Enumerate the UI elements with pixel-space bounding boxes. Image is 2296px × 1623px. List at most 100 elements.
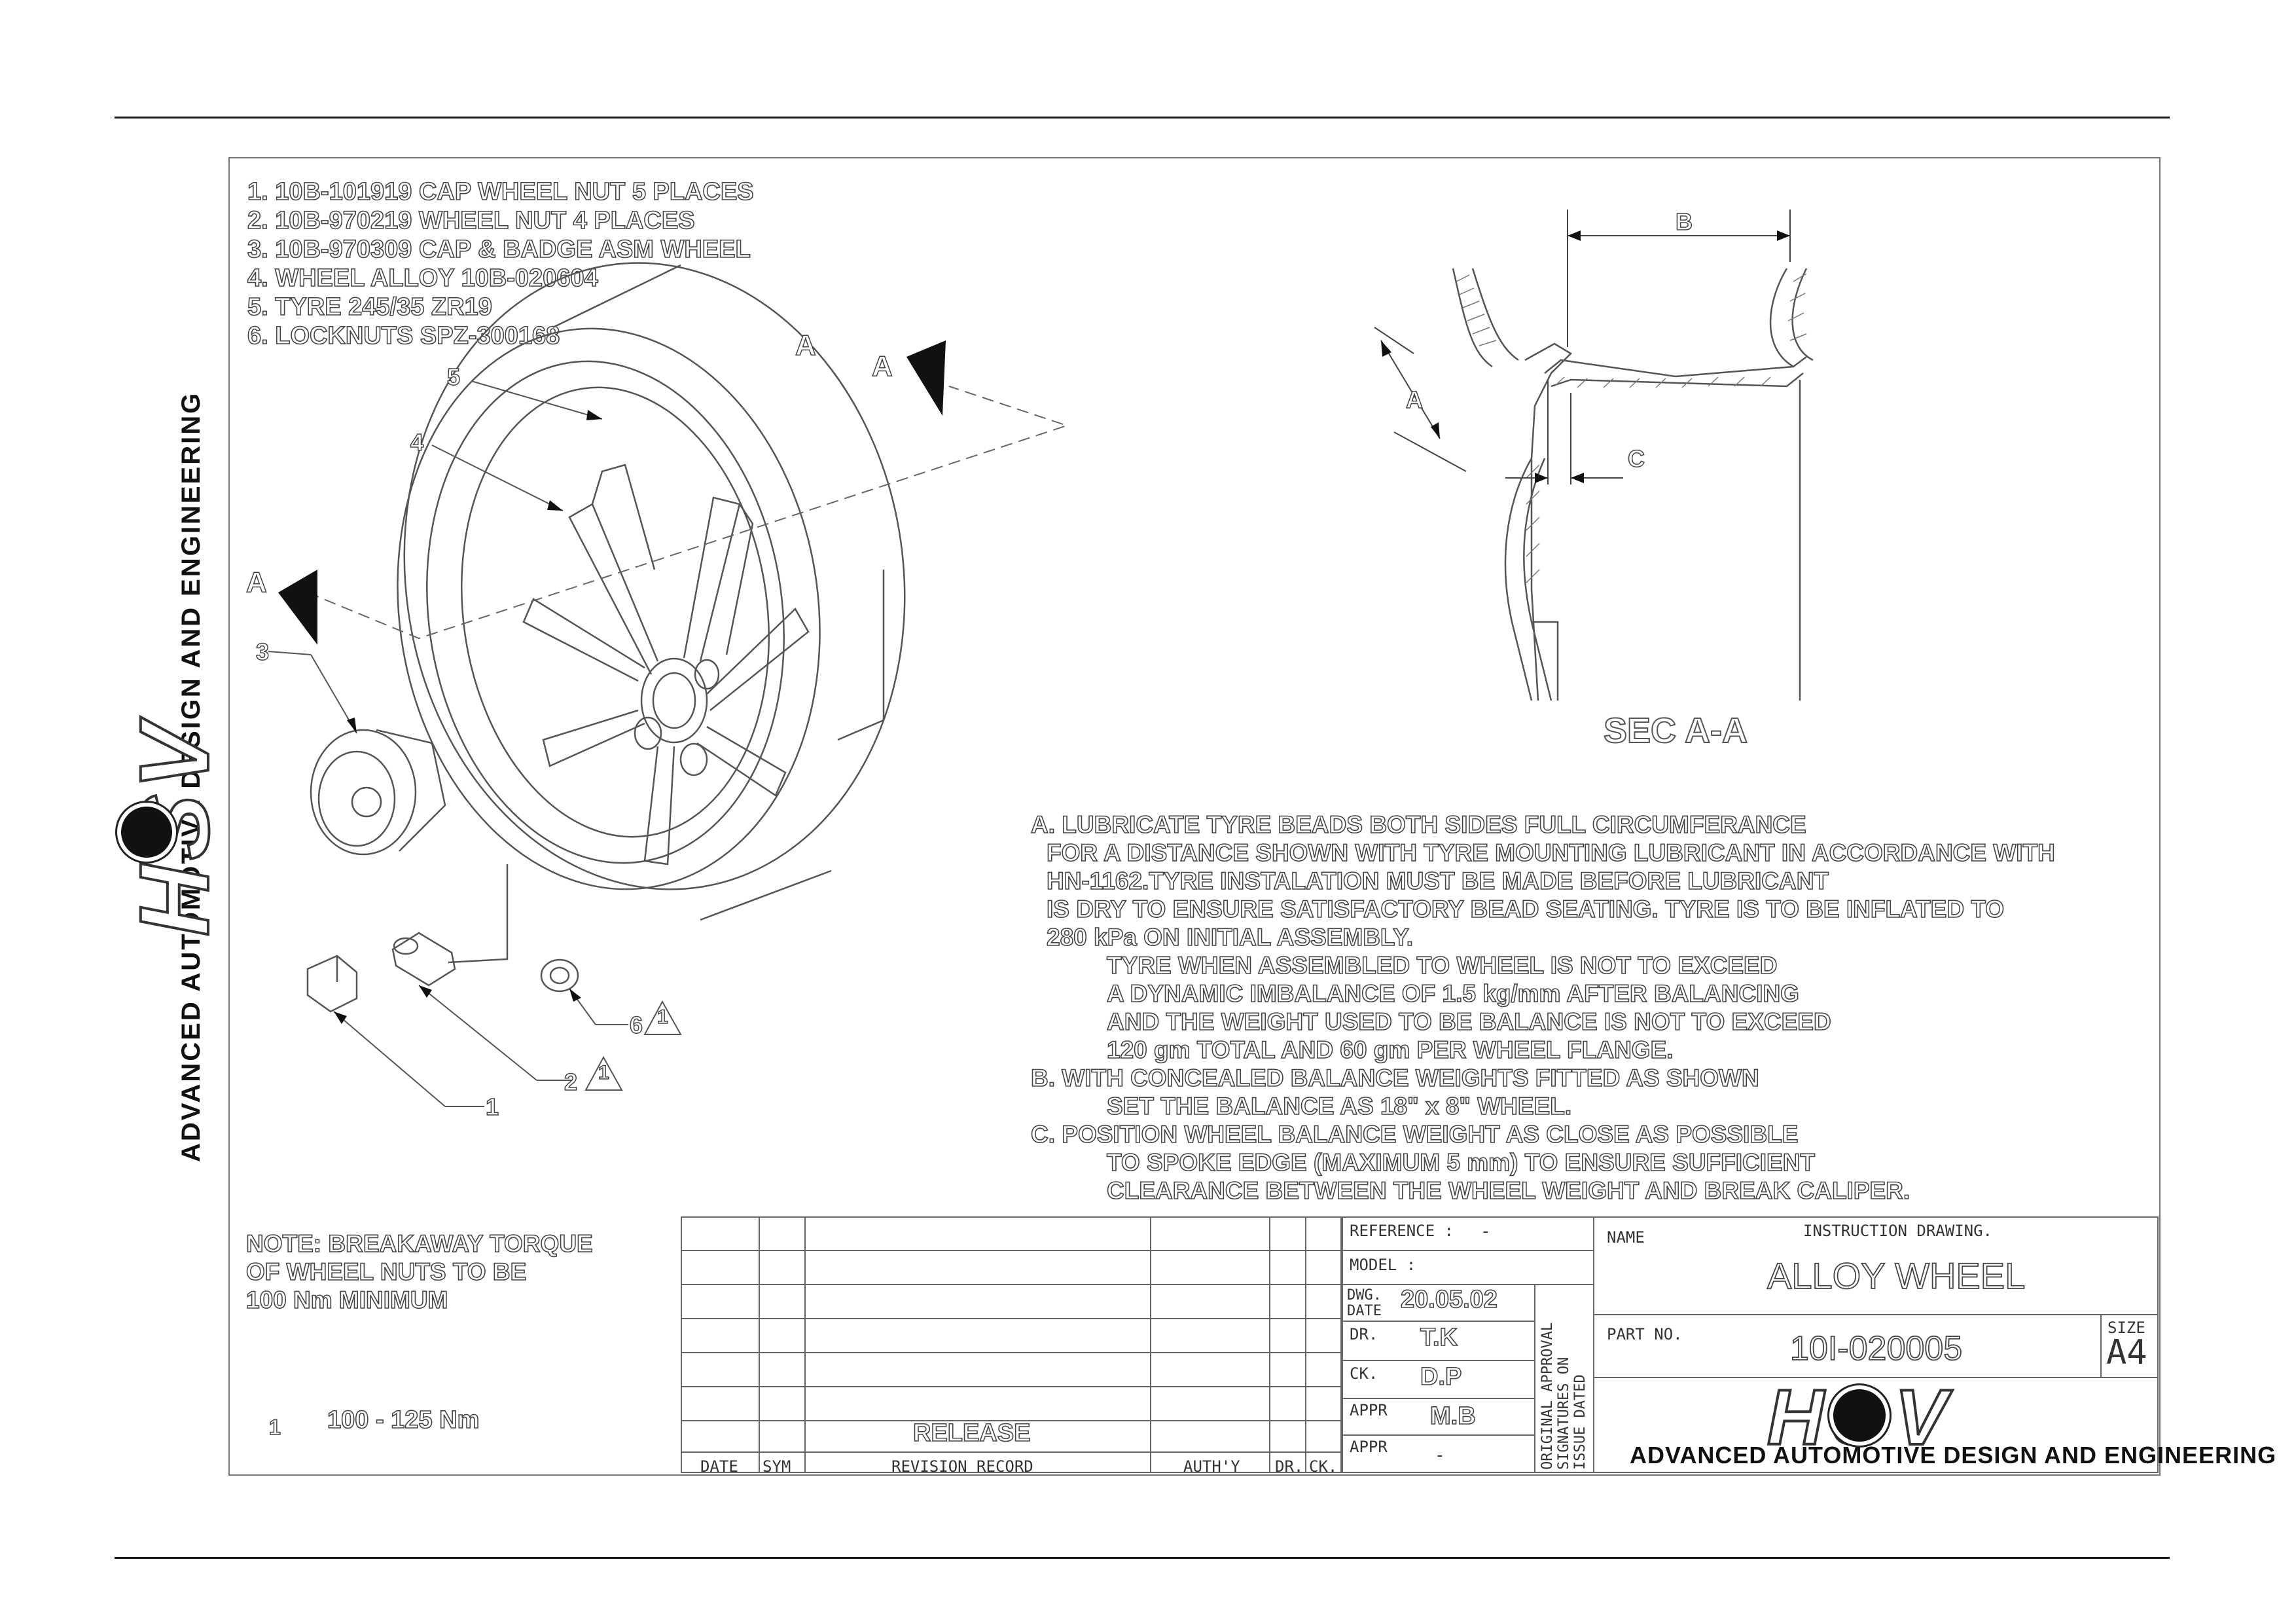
callout-5: 5 <box>446 363 461 391</box>
torque-note-line: 100 Nm MINIMUM <box>245 1286 448 1314</box>
appr-label: APPR <box>1350 1401 1388 1419</box>
rim-section-profile <box>1524 342 1573 701</box>
part-no-label: PART NO. <box>1607 1325 1683 1343</box>
dr-label: DR. <box>1350 1325 1378 1343</box>
section-a-a-view <box>1374 210 1814 701</box>
dimension-label-a: A <box>1405 386 1424 414</box>
ck-label: CK. <box>1350 1364 1378 1383</box>
tyre-outline <box>403 262 906 890</box>
spoke <box>542 709 645 767</box>
part-no-value: 10I-020005 <box>1789 1329 1963 1368</box>
note-line: C. POSITION WHEEL BALANCE WEIGHT AS CLOS… <box>1030 1120 1799 1148</box>
approval-note-1: ORIGINAL APPROVAL <box>1539 1322 1556 1470</box>
note-line: CLEARANCE BETWEEN THE WHEEL WEIGHT AND B… <box>1106 1176 1910 1205</box>
section-marker-top-2: A <box>871 350 893 383</box>
spoke <box>643 746 675 866</box>
approval-note-3: ISSUE DATED <box>1572 1374 1588 1470</box>
parts-list-item: 5. TYRE 245/35 ZR19 <box>247 293 492 321</box>
section-arrow-icon <box>906 340 946 416</box>
tyre-front-face <box>397 327 821 890</box>
torque-note-line: NOTE: BREAKAWAY TORQUE <box>245 1230 593 1258</box>
revision-triangle-6 <box>643 1000 682 1035</box>
revision-release: RELEASE <box>912 1419 1031 1448</box>
note-line: SET THE BALANCE AS 18" x 8" WHEEL. <box>1106 1092 1572 1120</box>
note-line: B. WITH CONCEALED BALANCE WEIGHTS FITTED… <box>1030 1064 1759 1092</box>
revision-header-ck: CK. <box>1309 1457 1338 1476</box>
revision-triangle-6-label: 1 <box>656 1006 668 1029</box>
model-label: MODEL : <box>1350 1256 1416 1274</box>
section-arrow-icon <box>278 570 317 645</box>
section-title: SEC A-A <box>1603 710 1748 751</box>
parts-list-item: 1. 10B-101919 CAP WHEEL NUT 5 PLACES <box>247 177 754 206</box>
note-line: TO SPOKE EDGE (MAXIMUM 5 mm) TO ENSURE S… <box>1106 1148 1816 1176</box>
revision-triangle-2-label: 1 <box>598 1061 609 1084</box>
reference-value: - <box>1480 1222 1491 1241</box>
section-marker-top-1: A <box>795 329 816 362</box>
rim-outer <box>426 360 785 864</box>
parts-list-item: 2. 10B-970219 WHEEL NUT 4 PLACES <box>247 206 695 235</box>
revision-header-sym: SYM <box>762 1457 791 1476</box>
spoke <box>706 607 810 711</box>
note-line: A. LUBRICATE TYRE BEADS BOTH SIDES FULL … <box>1030 811 1806 839</box>
cap-badge <box>310 729 417 856</box>
drawing-name: ALLOY WHEEL <box>1767 1254 2026 1297</box>
spoke <box>683 496 741 662</box>
wheel-exploded-view <box>268 262 1069 1107</box>
assembly-notes: A. LUBRICATE TYRE BEADS BOTH SIDES FULL … <box>1030 811 2055 1205</box>
title-block-grid <box>1342 1216 2159 1473</box>
note-line: 120 gm TOTAL AND 60 gm PER WHEEL FLANGE. <box>1106 1036 1674 1064</box>
revision-header-record: REVISION RECORD <box>891 1457 1033 1476</box>
callout-6: 6 <box>629 1011 643 1039</box>
callout-3: 3 <box>255 638 270 666</box>
appr2-label: APPR <box>1350 1438 1388 1456</box>
spoke <box>696 725 787 797</box>
title-block-company: ADVANCED AUTOMOTIVE DESIGN AND ENGINEERI… <box>1630 1442 2277 1468</box>
torque-range: 100 - 125 Nm <box>327 1406 480 1434</box>
note-line: AND THE WEIGHT USED TO BE BALANCE IS NOT… <box>1106 1008 1831 1036</box>
torque-legend-triangle-label: 1 <box>268 1415 281 1440</box>
parts-list-item: 3. 10B-970309 CAP & BADGE ASM WHEEL <box>247 235 751 264</box>
dwg-date-label-2: DATE <box>1347 1303 1382 1319</box>
approval-note-2: SIGNATURES ON <box>1556 1357 1572 1470</box>
callout-2: 2 <box>564 1068 578 1096</box>
drawing-type: INSTRUCTION DRAWING. <box>1803 1222 1992 1240</box>
top-rule <box>115 117 2170 119</box>
dimension-label-c: C <box>1627 445 1645 473</box>
dwg-date-label-1: DWG. <box>1347 1287 1382 1304</box>
size-value: A4 <box>2106 1333 2147 1372</box>
revision-triangle-2 <box>584 1055 623 1091</box>
name-label: NAME <box>1607 1228 1645 1247</box>
spoke <box>568 503 659 675</box>
size-label: SIZE <box>2108 1319 2145 1337</box>
ck-value: D.P <box>1420 1362 1462 1391</box>
appr-value: M.B <box>1429 1402 1476 1431</box>
note-line: IS DRY TO ENSURE SATISFACTORY BEAD SEATI… <box>1046 895 2005 923</box>
callout-4: 4 <box>410 428 424 456</box>
parts-list-item: 4. WHEEL ALLOY 10B-020604 <box>247 264 598 293</box>
cap-wheel-nut <box>306 955 358 1013</box>
wheel-hub <box>640 657 708 744</box>
rim-inner <box>461 386 770 838</box>
note-line: FOR A DISTANCE SHOWN WITH TYRE MOUNTING … <box>1046 839 2055 867</box>
drawing-frame <box>228 157 2161 1476</box>
revision-header-date: DATE <box>700 1457 738 1476</box>
title-block-logo-emblem-icon <box>1829 1385 1890 1446</box>
wheel-nut <box>391 932 456 987</box>
appr2-value: - <box>1435 1446 1445 1465</box>
spoke <box>522 598 645 682</box>
torque-note-line: OF WHEEL NUTS TO BE <box>245 1258 527 1286</box>
note-line: HN-1162.TYRE INSTALATION MUST BE MADE BE… <box>1046 867 1829 895</box>
callout-1: 1 <box>485 1093 499 1121</box>
note-line: TYRE WHEN ASSEMBLED TO WHEEL IS NOT TO E… <box>1106 951 1778 979</box>
torque-note: NOTE: BREAKAWAY TORQUE OF WHEEL NUTS TO … <box>245 1230 593 1314</box>
parts-list-item: 6. LOCKNUTS SPZ-300168 <box>247 321 560 350</box>
bottom-rule <box>115 1557 2170 1559</box>
vertical-logo-emblem-icon <box>117 803 176 862</box>
note-line: 280 kPa ON INITIAL ASSEMBLY. <box>1046 923 1414 951</box>
reference-label: REFERENCE : <box>1350 1222 1454 1240</box>
note-line: A DYNAMIC IMBALANCE OF 1.5 kg/mm AFTER B… <box>1106 979 1800 1008</box>
revision-header-dr: DR. <box>1275 1457 1304 1476</box>
parts-list: 1. 10B-101919 CAP WHEEL NUT 5 PLACES 2. … <box>247 177 754 350</box>
locknut <box>540 958 579 993</box>
revision-header-authy: AUTH'Y <box>1183 1457 1240 1476</box>
